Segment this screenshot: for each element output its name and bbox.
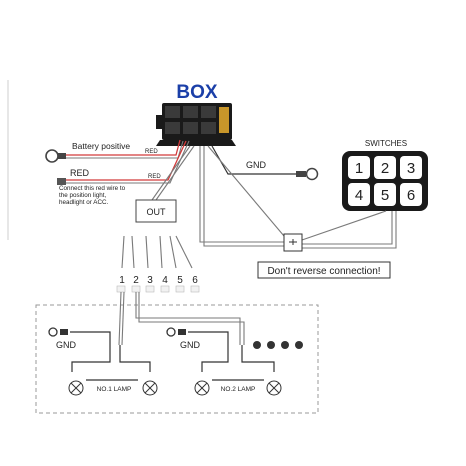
lamp-icon-1b [142, 380, 158, 396]
lamp-icon-2a [194, 380, 210, 396]
red-wire-label-1: RED [145, 149, 158, 155]
switch-key-4: 4 [348, 183, 370, 206]
lamp-icon-1a [68, 380, 84, 396]
svg-text:1: 1 [355, 160, 363, 177]
svg-text:5: 5 [177, 275, 183, 286]
warning-box: Don't reverse connection! [257, 261, 391, 279]
connector-icon [283, 233, 303, 252]
gnd-top-label: GND [246, 160, 267, 170]
lamp2-label: NO.2 LAMP [221, 386, 256, 393]
battery-positive-label: Battery positive [72, 141, 130, 151]
switch-panel: 1 2 3 4 5 6 [342, 151, 428, 211]
switches-title: SWITCHES [365, 139, 407, 148]
svg-text:6: 6 [407, 187, 415, 204]
out-box: OUT [135, 199, 177, 223]
switch-key-2: 2 [374, 156, 396, 179]
svg-text:6: 6 [192, 275, 198, 286]
gnd-wire-top [211, 145, 319, 181]
switch-key-3: 3 [400, 156, 422, 179]
red-wire-note: Connect this red wire to the position li… [59, 185, 127, 206]
lamp-wires [118, 291, 245, 346]
svg-text:2: 2 [133, 275, 139, 286]
warning-text: Don't reverse connection! [267, 266, 380, 277]
lamp-group-2 [166, 327, 282, 396]
lamp-group-1 [48, 327, 158, 396]
svg-text:3: 3 [147, 275, 153, 286]
svg-text:4: 4 [162, 275, 168, 286]
svg-text:4: 4 [355, 187, 363, 204]
switch-key-5: 5 [374, 183, 396, 206]
red-wire-label-2: RED [148, 174, 161, 180]
switch-key-6: 6 [400, 183, 422, 206]
gnd-left-label: GND [56, 340, 77, 350]
lamp-icon-2b [266, 380, 282, 396]
svg-text:5: 5 [381, 187, 389, 204]
red-accessory-wire [57, 140, 190, 185]
gnd-mid-label: GND [180, 340, 201, 350]
out-cable [121, 145, 195, 269]
lamp1-label: NO.1 LAMP [97, 386, 132, 393]
svg-text:2: 2 [381, 160, 389, 177]
box-title: BOX [176, 82, 218, 103]
out-label: OUT [147, 207, 167, 217]
lamp-region [35, 304, 319, 414]
red-label: RED [70, 168, 90, 178]
svg-text:3: 3 [407, 160, 415, 177]
switch-key-1: 1 [348, 156, 370, 179]
relay-box [156, 103, 236, 146]
more-lamps-dots-icon [253, 341, 303, 349]
out-terminal-numbers: 1 2 3 4 5 6 [116, 275, 200, 293]
switch-cable [199, 145, 397, 249]
svg-text:1: 1 [119, 275, 125, 286]
